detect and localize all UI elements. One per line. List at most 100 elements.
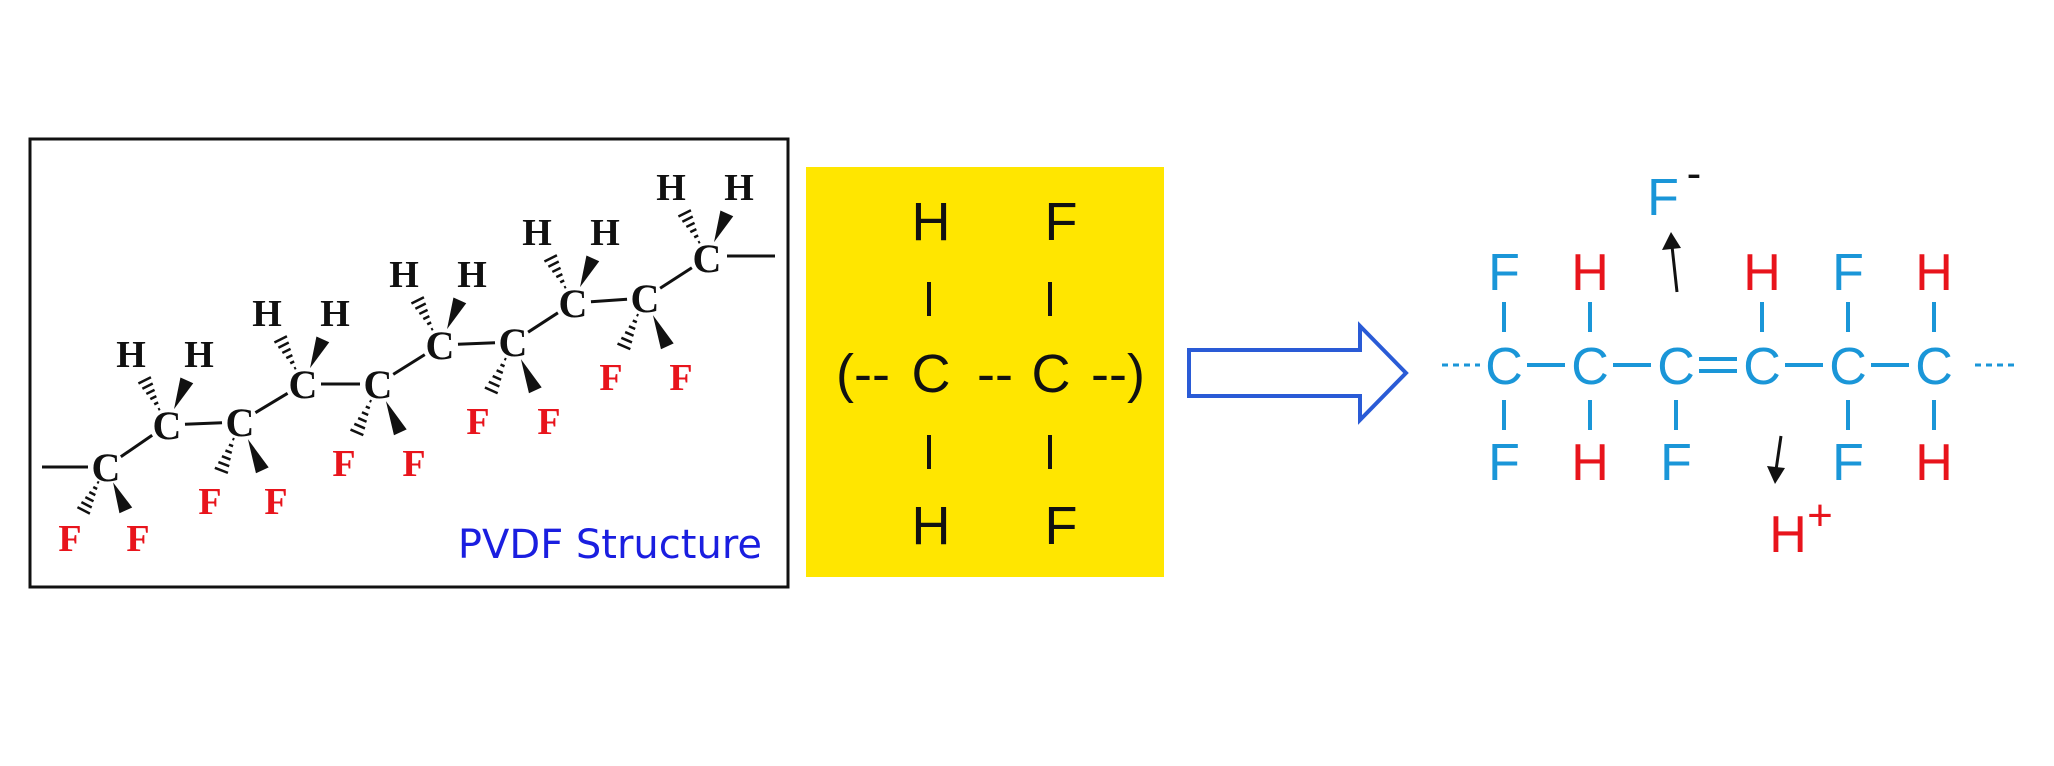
pvdf-fluorine-atom: F <box>264 481 287 523</box>
monomer-bottom-h: H <box>912 496 951 556</box>
pvdf-carbon-atom: C <box>693 236 722 281</box>
pvdf-carbon-atom: C <box>364 362 393 407</box>
product-bottom-sub-2: H <box>1571 434 1609 492</box>
pvdf-hashed-wedge <box>488 380 500 388</box>
pvdf-solid-wedge <box>385 401 407 436</box>
pvdf-hashed-wedge <box>285 354 293 360</box>
pvdf-hashed-wedge <box>628 325 636 331</box>
monomer-top-f: F <box>1045 192 1078 252</box>
proton-release-arrow-head <box>1767 466 1785 484</box>
pvdf-hashed-wedge <box>92 485 98 491</box>
pvdf-carbon-atom: C <box>631 276 660 321</box>
pvdf-fluorine-atom: F <box>669 357 692 399</box>
pvdf-hashed-wedge <box>221 455 231 461</box>
pvdf-hashed-wedge <box>547 260 560 268</box>
pvdf-carbon-atom: C <box>559 281 588 326</box>
pvdf-hashed-wedge <box>697 240 701 244</box>
pvdf-hashed-wedge <box>414 302 427 310</box>
pvdf-hashed-wedge <box>689 228 697 234</box>
pvdf-hashed-wedge <box>677 209 692 218</box>
product-top-sub-2: H <box>1571 244 1609 302</box>
pvdf-hashed-wedge <box>76 506 91 515</box>
pvdf-solid-wedge <box>310 336 330 369</box>
pvdf-hashed-wedge <box>293 366 297 370</box>
monomer-unit-panel: H F (-- C -- C --) H F <box>806 167 1164 577</box>
pvdf-hashed-wedge <box>228 443 234 448</box>
pvdf-hashed-wedge <box>543 254 558 263</box>
pvdf-fluorine-atom: F <box>402 443 425 485</box>
monomer-left-paren: (-- <box>836 344 890 404</box>
pvdf-hashed-wedge <box>620 336 633 344</box>
pvdf-hydrogen-atom: H <box>457 254 487 296</box>
pvdf-hashed-wedge <box>492 374 502 381</box>
pvdf-hashed-wedge <box>84 495 95 503</box>
product-bottom-sub-5: F <box>1832 434 1864 492</box>
pvdf-hashed-wedge <box>555 273 563 279</box>
pvdf-hashed-wedge <box>224 449 233 455</box>
pvdf-hydrogen-atom: H <box>522 212 552 254</box>
pvdf-hashed-wedge <box>422 315 430 321</box>
pvdf-hashed-wedge <box>153 401 159 406</box>
product-carbon-5: C <box>1829 338 1867 396</box>
pvdf-hydrogen-atom: H <box>116 334 146 376</box>
pvdf-backbone-bond <box>184 421 223 426</box>
pvdf-fluorine-atom: F <box>58 518 81 560</box>
pvdf-hashed-wedge <box>281 347 292 355</box>
pvdf-hashed-wedge <box>217 460 230 468</box>
pvdf-hydrogen-atom: H <box>252 293 282 335</box>
pvdf-solid-wedge <box>113 482 133 514</box>
pvdf-carbon-atom: C <box>289 362 318 407</box>
pvdf-hashed-wedge <box>551 266 562 274</box>
pvdf-hashed-wedge <box>145 388 156 396</box>
pvdf-hashed-wedge <box>617 342 631 351</box>
pvdf-solid-wedge <box>520 359 542 394</box>
pvdf-carbon-atom: C <box>226 400 255 445</box>
product-top-sub-1: F <box>1488 244 1520 302</box>
pvdf-backbone-bond <box>254 392 289 414</box>
pvdf-carbon-atom: C <box>92 445 121 490</box>
pvdf-hashed-wedge <box>232 437 235 441</box>
product-bottom-sub-1: F <box>1488 434 1520 492</box>
product-carbon-1: C <box>1485 338 1523 396</box>
pvdf-hashed-wedge <box>88 490 96 497</box>
pvdf-hashed-wedge <box>141 382 154 390</box>
product-carbon-3: C <box>1657 338 1695 396</box>
product-carbon-2: C <box>1571 338 1609 396</box>
pvdf-hydrogen-atom: H <box>656 167 686 209</box>
pvdf-hydrogen-atom: H <box>184 334 214 376</box>
pvdf-hashed-wedge <box>277 341 290 349</box>
monomer-top-h: H <box>912 192 951 252</box>
pvdf-solid-wedge <box>174 377 194 410</box>
pvdf-hashed-wedge <box>484 386 499 395</box>
pvdf-backbone-bond <box>527 311 559 334</box>
pvdf-backbone-bond <box>659 266 693 290</box>
pvdf-hashed-wedge <box>636 313 639 317</box>
fluoride-ion: F <box>1647 169 1679 227</box>
proton-ion: H <box>1769 506 1807 564</box>
fluoride-release-arrow-head <box>1662 232 1681 250</box>
pvdf-hashed-wedge <box>430 327 434 331</box>
pvdf-hashed-wedge <box>426 321 432 326</box>
product-top-sub-6: H <box>1915 244 1953 302</box>
product-bottom-sub-6: H <box>1915 434 1953 492</box>
pvdf-hashed-wedge <box>418 308 429 316</box>
product-carbon-4: C <box>1743 338 1781 396</box>
pvdf-fluorine-atom: F <box>599 357 622 399</box>
pvdf-fluorine-atom: F <box>537 401 560 443</box>
pvdf-hashed-wedge <box>685 221 696 229</box>
pvdf-solid-wedge <box>247 439 269 474</box>
pvdf-hydrogen-atom: H <box>389 254 419 296</box>
pvdf-hydrogen-atom: H <box>590 212 620 254</box>
pvdf-hashed-wedge <box>96 480 100 484</box>
pvdf-hashed-wedge <box>353 422 366 430</box>
pvdf-fluorine-atom: F <box>332 443 355 485</box>
pvdf-fluorine-atom: F <box>126 518 149 560</box>
pvdf-fluorine-atom: F <box>466 401 489 443</box>
pvdf-hashed-wedge <box>410 296 425 305</box>
product-bottom-sub-3: F <box>1660 434 1692 492</box>
pvdf-solid-wedge <box>652 315 674 350</box>
pvdf-backbone-bond <box>119 433 154 459</box>
